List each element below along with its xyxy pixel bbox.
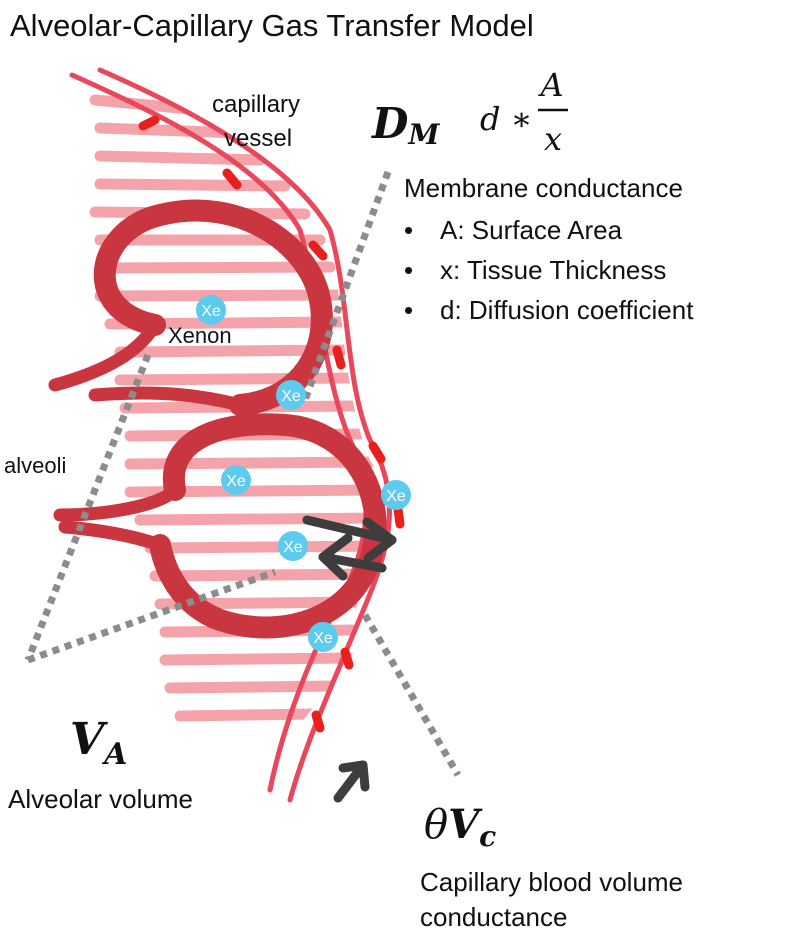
membrane-conductance-block: DM d ∗ A x Membrane conductance • A: Sur… [371,66,694,325]
red-blood-cells [138,115,405,733]
dm-heading: Membrane conductance [404,173,683,203]
vc-caption-line2: conductance [420,902,567,932]
svg-text:Xe: Xe [226,473,246,490]
formula-prefix: d ∗ [480,100,532,138]
diagram-title: Alveolar-Capillary Gas Transfer Model [10,8,534,43]
va-caption: Alveolar volume [8,784,193,814]
xenon-particle: Xe [196,295,226,325]
dm-symbol: DM [371,99,440,151]
alveoli-label: alveoli [4,453,66,478]
svg-text:Xe: Xe [283,539,303,556]
svg-text:Xe: Xe [313,630,333,647]
capillary-vessel [69,67,392,803]
dm-bullet: • [404,255,413,285]
xenon-particle: Xe [276,380,306,410]
xenon-particle: Xe [381,480,411,510]
svg-text:Xe: Xe [201,303,221,320]
vc-symbol: θVc [424,801,496,853]
xenon-particles: Xe Xe Xe Xe Xe Xe [196,295,411,652]
capillary-label: capillary [212,91,300,118]
dm-bullet-text: x: Tissue Thickness [440,255,666,285]
xenon-particle: Xe [278,531,308,561]
dm-bullet: • [404,215,413,245]
capillary-volume-block: θVc Capillary blood volume conductance [420,801,683,932]
boundary-lines [24,170,462,777]
vessel-label: vessel [224,125,292,152]
exchange-arrows [302,515,397,803]
formula-denominator: x [544,120,562,158]
vc-caption-line1: Capillary blood volume [420,867,683,897]
upper-alveolus [48,199,333,416]
va-symbol: VA [70,714,127,772]
dm-bullet-text: d: Diffusion coefficient [440,295,694,325]
xenon-particle: Xe [221,465,251,495]
xenon-particle: Xe [308,622,338,652]
formula-numerator: A [537,66,563,104]
alveolar-volume-block: VA Alveolar volume [8,714,193,814]
svg-text:Xe: Xe [281,388,301,405]
svg-text:Xe: Xe [386,488,406,505]
dm-bullet: • [404,295,413,325]
xenon-label: Xenon [168,323,232,348]
dm-bullet-text: A: Surface Area [440,215,623,245]
